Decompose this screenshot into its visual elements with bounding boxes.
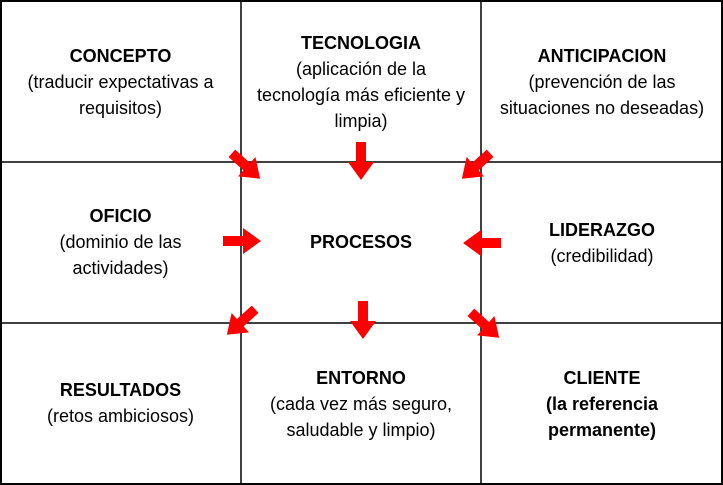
arrow-liderazgo-to-procesos — [463, 230, 501, 256]
entorno-desc-line-1: (cada vez más seguro, — [269, 394, 453, 414]
arrow-tecnologia-to-procesos — [348, 142, 374, 180]
tecnologia-desc-line-1: (aplicación de la — [295, 59, 427, 79]
tecnologia-title: TECNOLOGIA — [301, 33, 421, 53]
anticipacion-desc-line-2: situaciones no deseadas) — [499, 98, 705, 118]
cell-concepto: CONCEPTO (traducir expectativas a requis… — [0, 40, 241, 124]
oficio-desc-line-2: actividades) — [72, 258, 169, 278]
entorno-desc-line-2: saludable y limpio) — [286, 420, 436, 440]
arrow-procesos-to-cliente — [462, 302, 508, 348]
cell-oficio: OFICIO (dominio de las actividades) — [0, 200, 241, 284]
oficio-desc-line-1: (dominio de las — [59, 232, 182, 252]
cell-anticipacion: ANTICIPACION (prevención de las situacio… — [481, 40, 723, 124]
resultados-desc-line-1: (retos ambiciosos) — [46, 406, 195, 426]
cliente-desc-line-2: permanente) — [547, 420, 657, 440]
tecnologia-desc-line-2: tecnología más eficiente y — [256, 85, 466, 105]
cell-cliente: CLIENTE (la referencia permanente) — [481, 364, 723, 444]
liderazgo-desc-line-1: (credibilidad) — [550, 246, 654, 266]
concepto-title: CONCEPTO — [69, 46, 172, 66]
cliente-desc-line-1: (la referencia — [545, 394, 659, 414]
cell-entorno: ENTORNO (cada vez más seguro, saludable … — [241, 364, 481, 444]
entorno-title: ENTORNO — [316, 368, 406, 388]
arrow-anticipacion-to-procesos — [453, 143, 499, 189]
anticipacion-desc-line-1: (prevención de las — [528, 72, 676, 92]
cell-resultados: RESULTADOS (retos ambiciosos) — [0, 376, 241, 430]
cell-procesos: PROCESOS — [241, 228, 481, 256]
anticipacion-title: ANTICIPACION — [537, 46, 667, 66]
liderazgo-title: LIDERAZGO — [549, 220, 655, 240]
cell-liderazgo: LIDERAZGO (credibilidad) — [481, 216, 723, 270]
resultados-title: RESULTADOS — [59, 380, 182, 400]
procesos-title: PROCESOS — [309, 232, 413, 252]
arrow-oficio-to-procesos — [223, 228, 261, 254]
tecnologia-desc-line-3: limpia) — [334, 111, 388, 131]
cliente-title: CLIENTE — [563, 368, 641, 388]
oficio-title: OFICIO — [89, 206, 152, 226]
cell-tecnologia: TECNOLOGIA (aplicación de la tecnología … — [241, 28, 481, 136]
arrow-procesos-to-entorno — [350, 301, 376, 339]
arrow-concepto-to-procesos — [223, 143, 269, 189]
concepto-desc-line-2: requisitos) — [78, 98, 163, 118]
concepto-desc-line-1: (traducir expectativas a — [27, 72, 214, 92]
arrow-procesos-to-resultados — [218, 299, 264, 345]
